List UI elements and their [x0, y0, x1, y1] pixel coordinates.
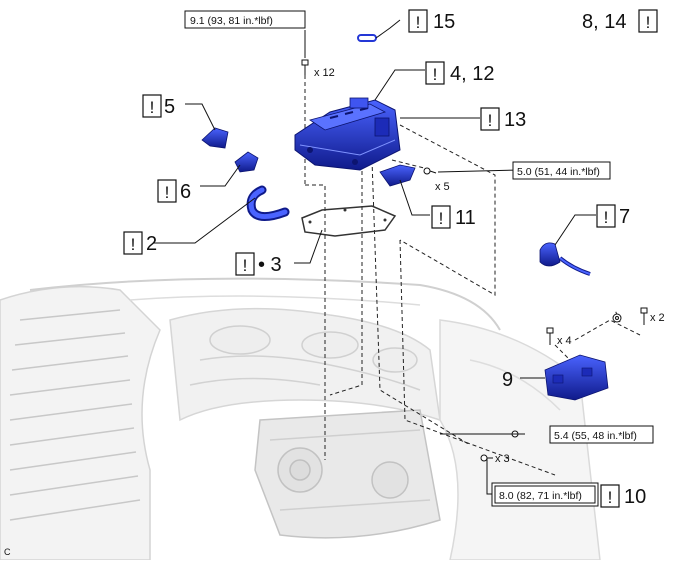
caution-icon	[235, 252, 255, 276]
quantity-labels: x 12 x 5 x 4 x 2 x 3	[314, 67, 665, 465]
torque-spec-1: 9.1 (93, 81 in.*lbf)	[184, 10, 306, 29]
svg-text:!: !	[488, 111, 493, 130]
svg-text:!: !	[646, 13, 651, 32]
callout-6: ! 6	[157, 179, 191, 203]
vehicle-ghost	[0, 277, 601, 561]
torque-text-3: 5.4 (55, 48 in.*lbf)	[554, 430, 637, 442]
bolt-icon-x3	[480, 454, 493, 462]
caution-icon	[425, 61, 445, 85]
callout-8-14: 8, 14 !	[582, 9, 658, 33]
cover-part-11	[379, 164, 416, 187]
callout-10: ! 10	[600, 484, 646, 508]
torque-spec-3: 5.4 (55, 48 in.*lbf)	[549, 425, 654, 444]
callout-label-6: 6	[180, 181, 191, 203]
seal-part-15	[357, 34, 377, 42]
qty-x5: x 5	[435, 181, 450, 193]
harness-part-7	[539, 242, 591, 276]
callout-15: ! 15	[408, 9, 455, 33]
bolt-icon-top	[301, 59, 309, 75]
caution-icon	[142, 94, 162, 118]
callout-9: 9	[502, 369, 513, 391]
caution-icon	[596, 204, 616, 228]
hose-part-2	[246, 185, 290, 221]
svg-text:!: !	[150, 98, 155, 117]
connector-part-6	[234, 151, 259, 173]
caution-icon	[157, 179, 177, 203]
svg-text:!: !	[433, 65, 438, 84]
svg-text:!: !	[608, 488, 613, 507]
svg-text:!: !	[131, 235, 136, 254]
qty-x4: x 4	[557, 335, 572, 347]
callout-2: ! 2	[123, 231, 157, 255]
svg-text:!: !	[439, 209, 444, 228]
illustration-code: C	[4, 547, 11, 557]
callout-7: ! 7	[596, 204, 630, 228]
callout-label-3: • 3	[258, 254, 282, 276]
svg-text:!: !	[165, 183, 170, 202]
caution-icon	[638, 9, 658, 33]
callout-13: ! 13	[480, 107, 526, 131]
qty-x3: x 3	[495, 453, 510, 465]
callout-label-15: 15	[433, 11, 455, 33]
caution-icon	[600, 484, 620, 508]
callout-label-5: 5	[164, 96, 175, 118]
callout-3: ! • 3	[235, 252, 282, 276]
caution-icon	[480, 107, 500, 131]
callout-label-4-12: 4, 12	[450, 63, 494, 85]
callout-label-10: 10	[624, 486, 646, 508]
nut-icon	[612, 313, 622, 323]
bolt-icon-x4	[546, 327, 554, 345]
bolt-icon-x5	[423, 167, 437, 175]
callouts: ! 15 ! 4, 12 ! 13 ! 5 ! 6 !	[123, 9, 658, 508]
qty-x12: x 12	[314, 67, 335, 79]
callout-5: ! 5	[142, 94, 175, 118]
callout-11: ! 11	[431, 205, 476, 229]
callout-label-13: 13	[504, 109, 526, 131]
inverter-assembly	[294, 97, 401, 171]
caution-icon	[123, 231, 143, 255]
torque-text-2: 5.0 (51, 44 in.*lbf)	[517, 166, 600, 178]
torque-text-1: 9.1 (93, 81 in.*lbf)	[190, 15, 273, 27]
leader-lines	[154, 19, 596, 495]
svg-text:!: !	[604, 208, 609, 227]
callout-label-11: 11	[455, 207, 476, 229]
svg-text:!: !	[243, 256, 248, 275]
callout-label-7: 7	[619, 206, 630, 228]
svg-text:!: !	[416, 13, 421, 32]
qty-x2: x 2	[650, 312, 665, 324]
bracket-part-5	[201, 127, 229, 149]
gasket-part-3	[301, 205, 397, 237]
callout-label-9: 9	[502, 369, 513, 391]
caution-icon	[408, 9, 428, 33]
bracket-part-9	[544, 354, 609, 401]
callout-4-12: ! 4, 12	[425, 61, 494, 85]
torque-spec-2: 5.0 (51, 44 in.*lbf)	[512, 161, 611, 180]
torque-text-4: 8.0 (82, 71 in.*lbf)	[499, 490, 582, 502]
callout-label-8-14: 8, 14	[582, 11, 626, 33]
torque-spec-4: 8.0 (82, 71 in.*lbf)	[491, 482, 599, 507]
callout-label-2: 2	[146, 233, 157, 255]
bolt-icon-x2	[640, 307, 648, 325]
caution-icon	[431, 205, 451, 229]
